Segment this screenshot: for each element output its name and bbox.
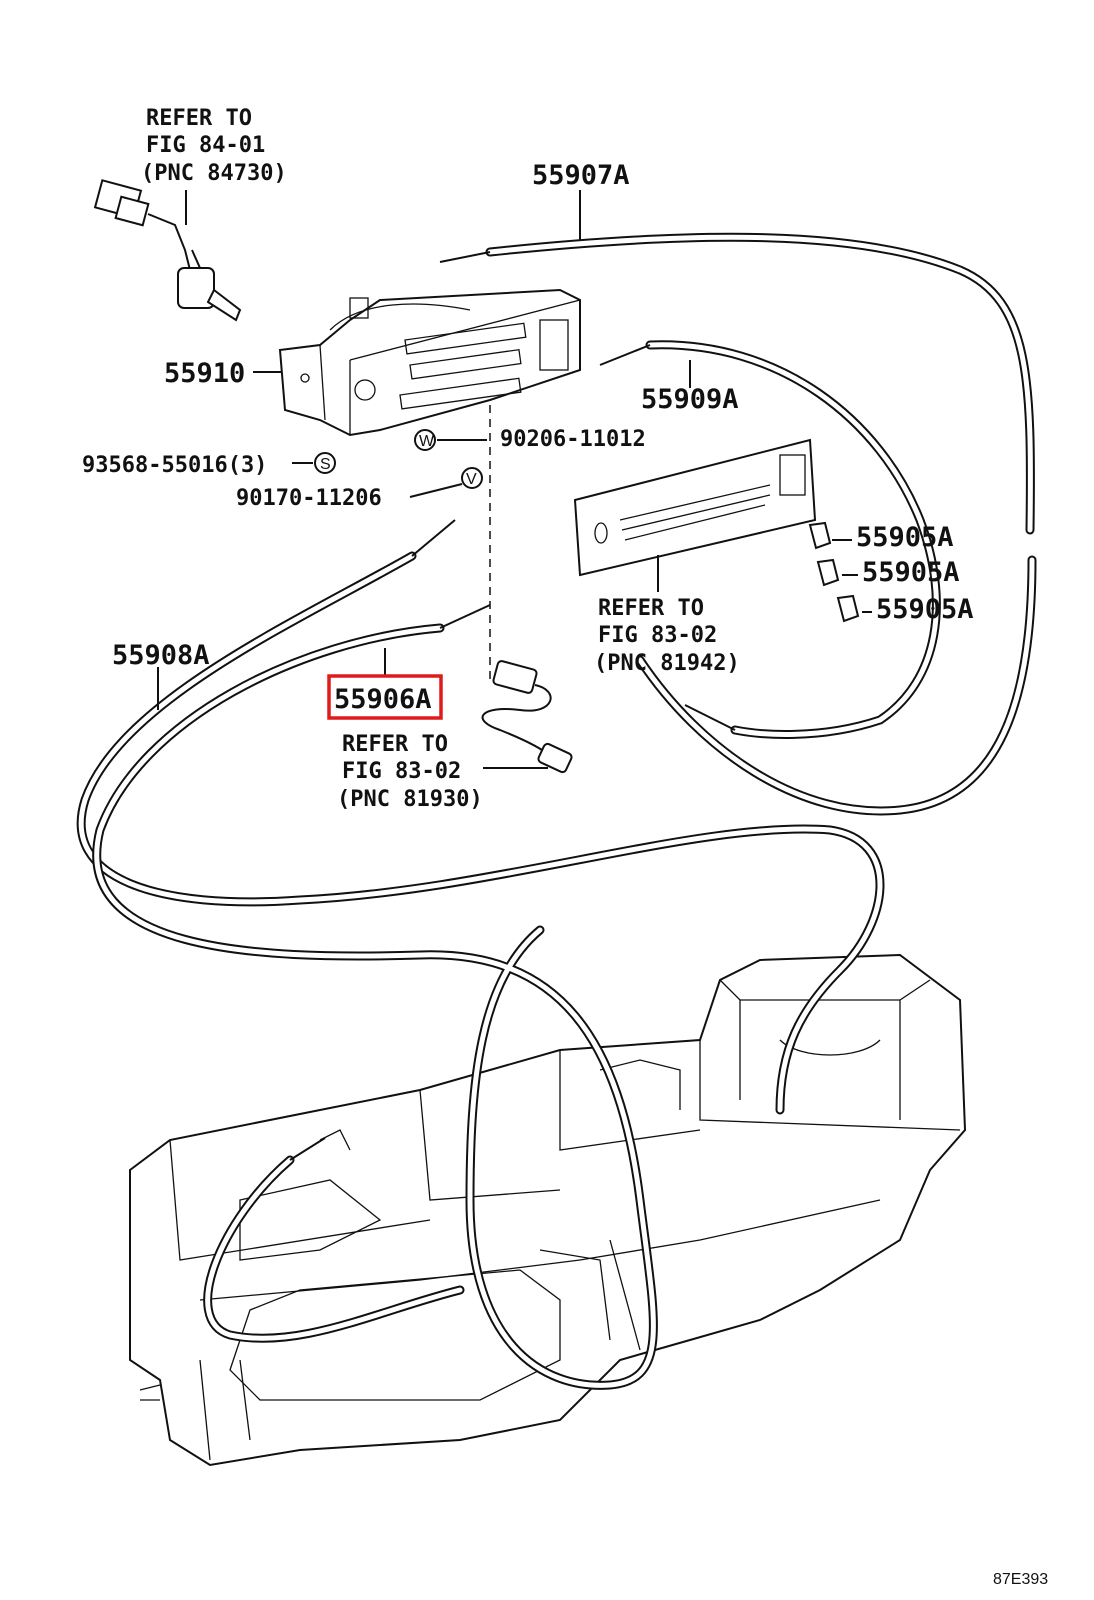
label-55905A-1: 55905A (856, 522, 954, 553)
label-55908A: 55908A (112, 640, 210, 671)
refer-84-01-line1: REFER TO (146, 106, 252, 131)
refer-83-02-panel-line3: (PNC 81942) (594, 651, 740, 676)
cable-55909A (599, 340, 941, 739)
leader-lines (157, 190, 872, 769)
washer-90206-icon (414, 429, 436, 451)
refer-83-02-sensor-line1: REFER TO (342, 732, 448, 757)
knob-55905A-1-icon (808, 521, 832, 550)
label-93568-55016: 93568-55016(3) (82, 453, 267, 478)
nut-90170-icon (461, 467, 483, 489)
fasteners: S W V (314, 429, 483, 489)
label-55909A: 55909A (641, 384, 739, 415)
label-55910: 55910 (164, 358, 245, 389)
refer-83-02-sensor-line2: FIG 83-02 (342, 759, 461, 784)
cable-55908A (76, 519, 885, 1115)
svg-text:W: W (419, 433, 435, 450)
refer-84-01-line2: FIG 84-01 (146, 133, 265, 158)
label-55905A-2: 55905A (862, 557, 960, 588)
screw-93568-icon (314, 452, 336, 474)
refer-84-01-line3: (PNC 84730) (141, 161, 287, 186)
highlight-box-55906A (327, 674, 443, 720)
cable-55906A (92, 604, 658, 1390)
sensor-drawing (481, 660, 573, 774)
label-55907A: 55907A (532, 160, 630, 191)
svg-text:V: V (466, 471, 477, 488)
svg-text:S: S (320, 456, 331, 473)
knob-55905A-2-icon (816, 558, 840, 587)
knob-55905A-3-icon (836, 594, 860, 623)
refer-83-02-panel-line1: REFER TO (598, 596, 704, 621)
cable-55907A (439, 232, 1037, 816)
label-55906A: 55906A (334, 684, 432, 715)
label-90170-11206: 90170-11206 (236, 486, 382, 511)
part-labels: REFER TO FIG 84-01 (PNC 84730) 55907A 55… (82, 106, 1048, 1588)
control-panel-drawing (573, 438, 860, 623)
label-55905A-3: 55905A (876, 594, 974, 625)
control-head-drawing (278, 288, 581, 437)
figure-code: 87E393 (993, 1571, 1048, 1588)
refer-83-02-sensor-line3: (PNC 81930) (337, 787, 483, 812)
vacuum-switch-drawing (93, 179, 242, 322)
heater-unit-drawing (129, 953, 967, 1467)
refer-83-02-panel-line2: FIG 83-02 (598, 623, 717, 648)
label-90206-11012: 90206-11012 (500, 427, 646, 452)
